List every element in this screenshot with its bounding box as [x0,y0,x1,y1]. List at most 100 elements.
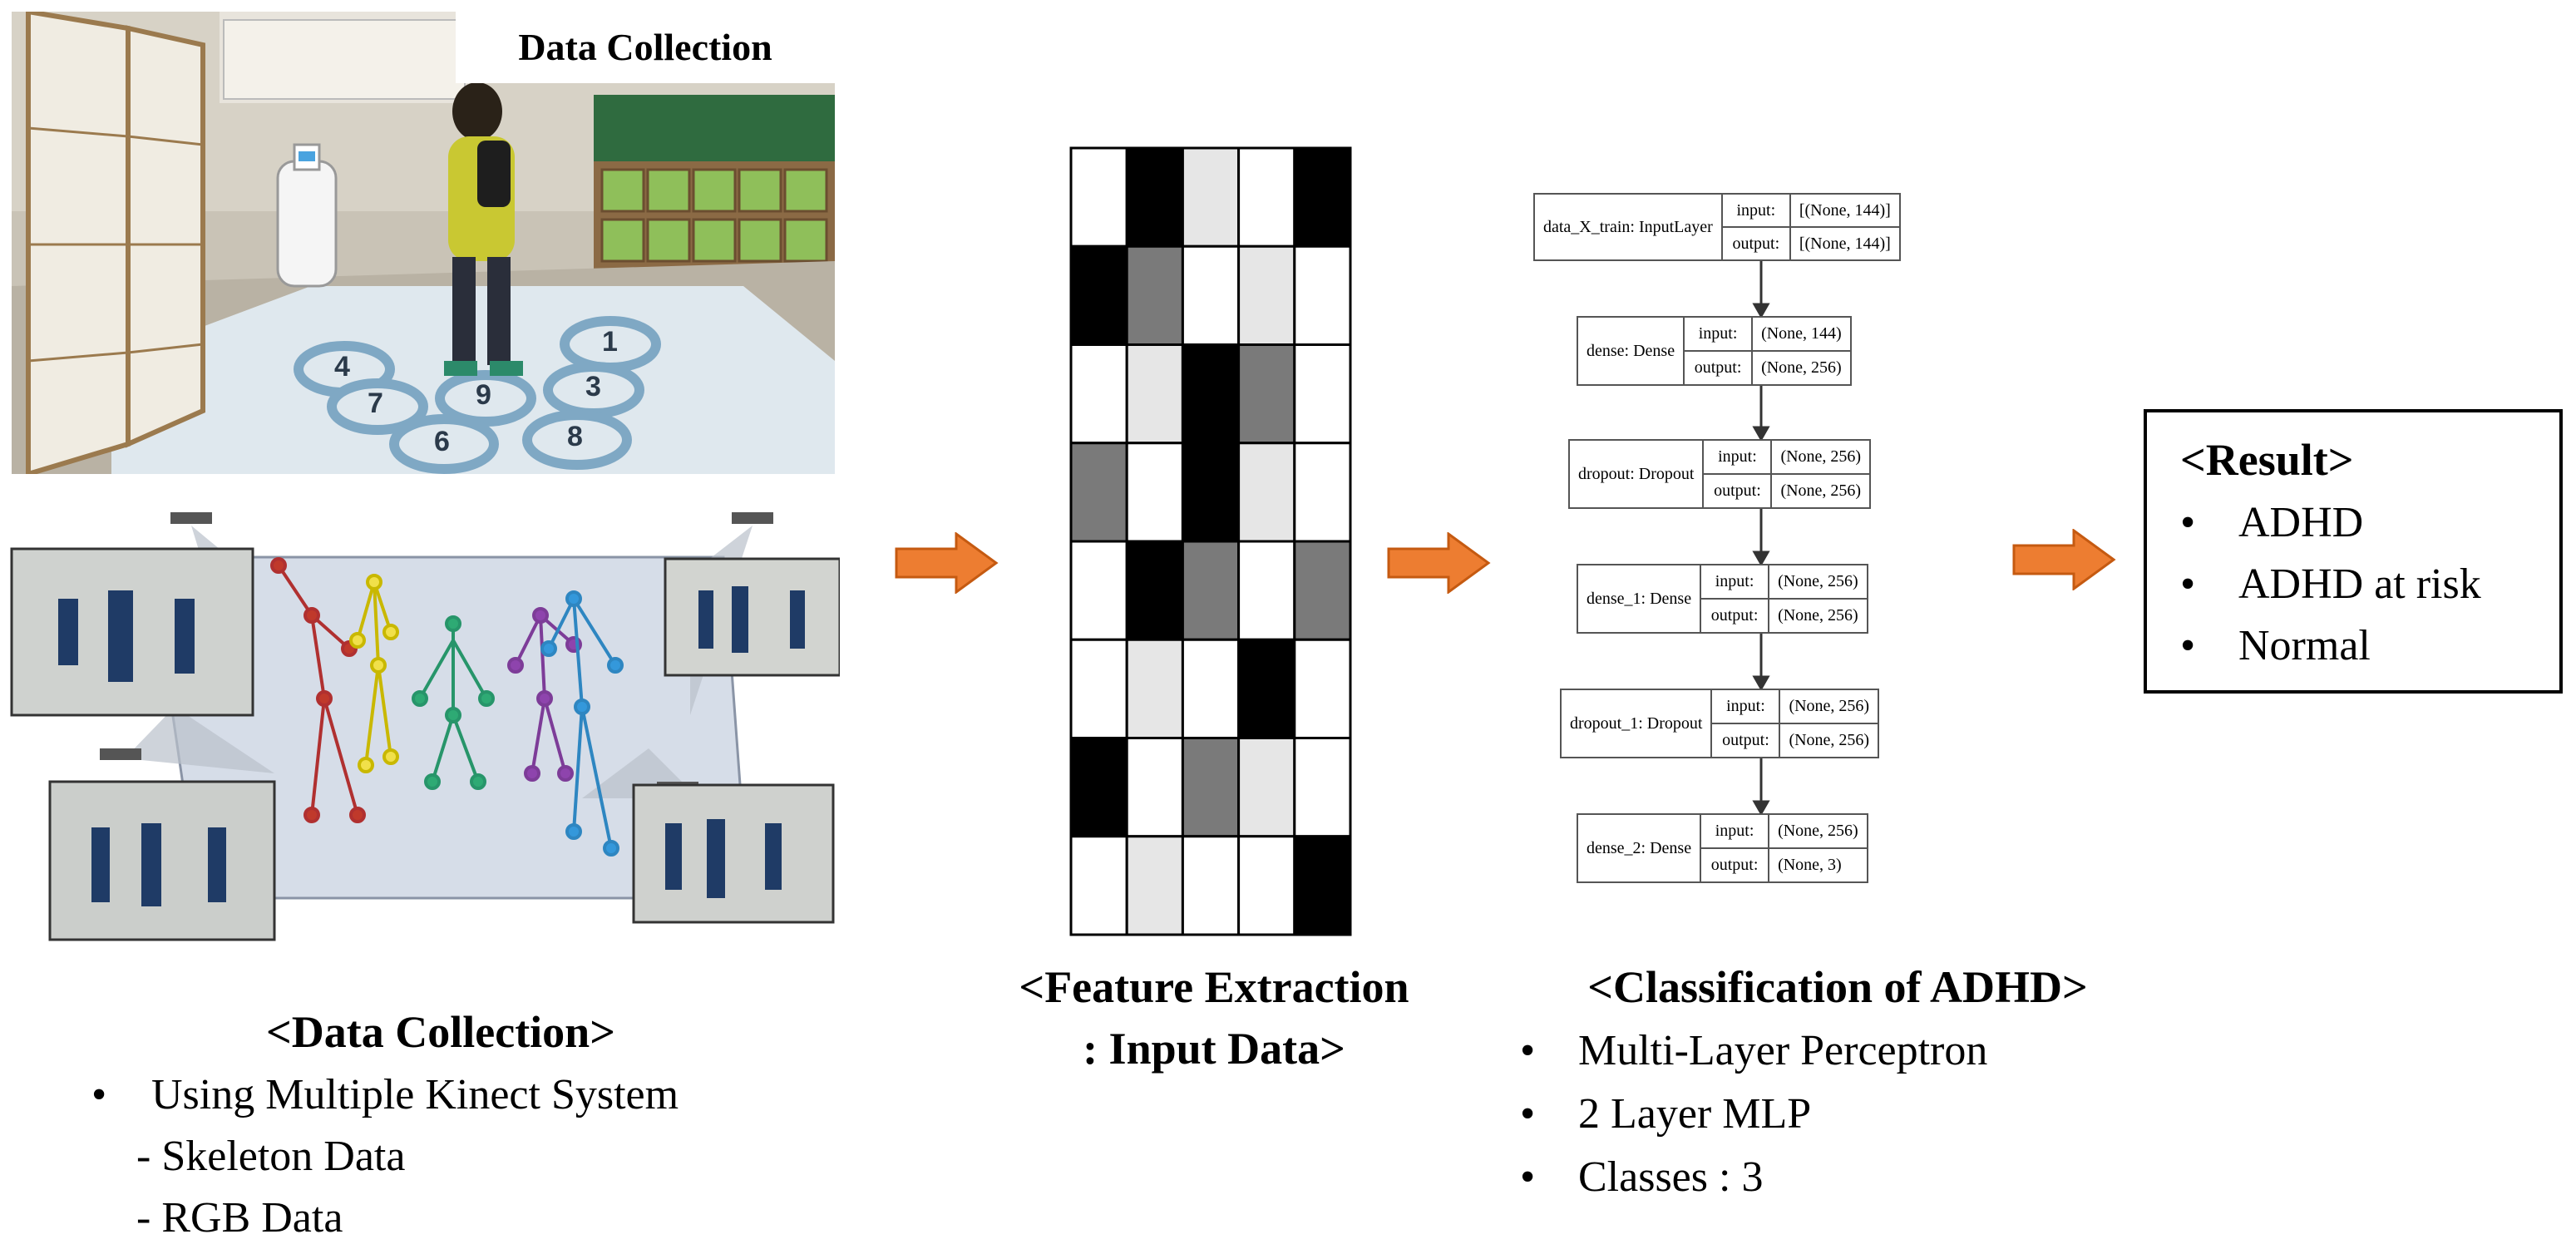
result-box: <Result> • ADHD • ADHD at risk • Normal [2144,409,2563,694]
mlp-input-value: (None, 256) [1778,822,1858,840]
data-collection-list: • Using Multiple Kinect System - Skeleto… [91,1064,679,1249]
mlp-layer-dropout: dropout: Dropout input: (None, 256) outpu… [1568,439,1872,509]
mlp-layer-dropout-1: dropout_1: Dropout input: (None, 256) out… [1560,689,1880,758]
mlp-input-value: [(None, 144)] [1799,200,1891,220]
mlp-input-label: input: [1712,690,1781,723]
floor-number: 6 [434,426,450,457]
mlp-output-label: output: [1685,352,1754,384]
list-item: • 2 Layer MLP [1520,1083,1987,1146]
grid-cell [1069,638,1128,739]
grid-cell [1237,442,1296,543]
arrow-icon [1387,531,1492,598]
mlp-output-value: [(None, 144)] [1799,234,1891,253]
classification-list: • Multi-Layer Perceptron • 2 Layer MLP •… [1520,1020,1987,1209]
grid-cell [1125,540,1184,641]
mlp-output-value: (None, 256) [1780,481,1862,500]
floor-number: 4 [334,351,350,383]
grid-cell [1293,343,1352,445]
floor-number: 8 [567,421,583,452]
kinect-setup-drawing [10,512,841,941]
mlp-connectors [1752,258,1770,817]
list-item-text: - RGB Data [136,1194,343,1242]
grid-cell [1069,343,1128,445]
grid-cell [1293,442,1352,543]
list-item: • Using Multiple Kinect System [91,1064,679,1126]
result-list: • ADHD • ADHD at risk • Normal [2180,492,2481,677]
mlp-output-label: output: [1701,849,1770,881]
grid-cell [1181,244,1241,346]
list-item-text: ADHD [2238,499,2364,546]
mlp-output-label: output: [1704,475,1773,507]
floor-numbers: 4 1 7 9 3 6 8 [12,12,835,474]
grid-cell [1181,146,1241,248]
grid-cell [1125,737,1184,838]
mlp-input-label: input: [1685,318,1754,350]
list-item: - RGB Data [91,1187,679,1249]
grid-cell [1125,343,1184,445]
arrow-icon [895,531,999,598]
mlp-output-value: (None, 256) [1761,358,1842,377]
bullet-icon: • [2180,499,2196,546]
grid-cell [1069,442,1128,543]
feature-extraction-title-line2: : Input Data> [1083,1024,1345,1074]
mlp-input-value: (None, 144) [1761,324,1842,343]
grid-cell [1237,638,1296,739]
grid-cell [1293,638,1352,739]
bullet-icon: • [91,1071,107,1118]
mlp-model-diagram: data_X_train: InputLayer input:[(None, 1… [1530,185,1996,883]
grid-cell [1125,638,1184,739]
result-title: <Result> [2180,435,2354,485]
mlp-input-label: input: [1704,441,1773,473]
mlp-layer-name: dropout_1: Dropout [1562,690,1713,757]
mlp-layer-dense-2: dense_2: Dense input: (None, 256) output:… [1577,813,1868,883]
list-item: • ADHD [2180,492,2481,554]
input-data-grid [1069,146,1352,936]
data-collection-title: <Data Collection> [266,1007,615,1057]
grid-cell [1293,540,1352,641]
bullet-icon: • [1520,1090,1536,1138]
grid-cell [1237,146,1296,248]
floor-number: 7 [368,388,383,419]
bullet-icon: • [1520,1153,1536,1201]
list-item: - Skeleton Data [91,1126,679,1187]
mlp-layer-name: dense: Dense [1578,318,1685,384]
mlp-input-label: input: [1701,815,1770,847]
mlp-layer-name: dropout: Dropout [1570,441,1705,507]
list-item-text: 2 Layer MLP [1578,1090,1812,1138]
grid-cell [1181,540,1241,641]
grid-cell [1181,737,1241,838]
arrow-icon [2012,528,2117,595]
list-item-text: Using Multiple Kinect System [151,1071,679,1118]
mlp-layer-dense: dense: Dense input: (None, 144) output: (N… [1577,316,1852,386]
grid-cell [1069,835,1128,936]
grid-cell [1293,146,1352,248]
grid-cell [1293,737,1352,838]
grid-cell [1293,835,1352,936]
grid-cell [1181,343,1241,445]
bullet-icon: • [2180,622,2196,669]
mlp-input-label: input: [1723,195,1791,226]
grid-cell [1237,737,1296,838]
mlp-output-label: output: [1712,724,1781,757]
grid-cell [1181,638,1241,739]
mlp-layer-input: data_X_train: InputLayer input:[(None, 1… [1533,193,1901,261]
floor-number: 1 [602,326,618,358]
grid-cell [1125,442,1184,543]
mlp-output-value: (None, 256) [1789,731,1870,749]
list-item: • ADHD at risk [2180,554,2481,615]
list-item-text: ADHD at risk [2238,560,2481,608]
grid-cell [1237,343,1296,445]
photo-caption: Data Collection [456,12,835,83]
list-item-text: Normal [2238,622,2371,669]
list-item-text: - Skeleton Data [136,1133,406,1180]
mlp-output-label: output: [1701,600,1770,632]
bullet-icon: • [2180,560,2196,608]
floor-number: 9 [476,379,491,411]
grid-cell [1069,737,1128,838]
mlp-layer-dense-1: dense_1: Dense input:(None, 256) output:… [1577,564,1868,634]
list-item-text: Multi-Layer Perceptron [1578,1027,1988,1074]
grid-cell [1069,146,1128,248]
mlp-input-label: input: [1701,565,1770,598]
mlp-input-value: (None, 256) [1789,697,1870,715]
mlp-layer-name: dense_2: Dense [1578,815,1702,881]
